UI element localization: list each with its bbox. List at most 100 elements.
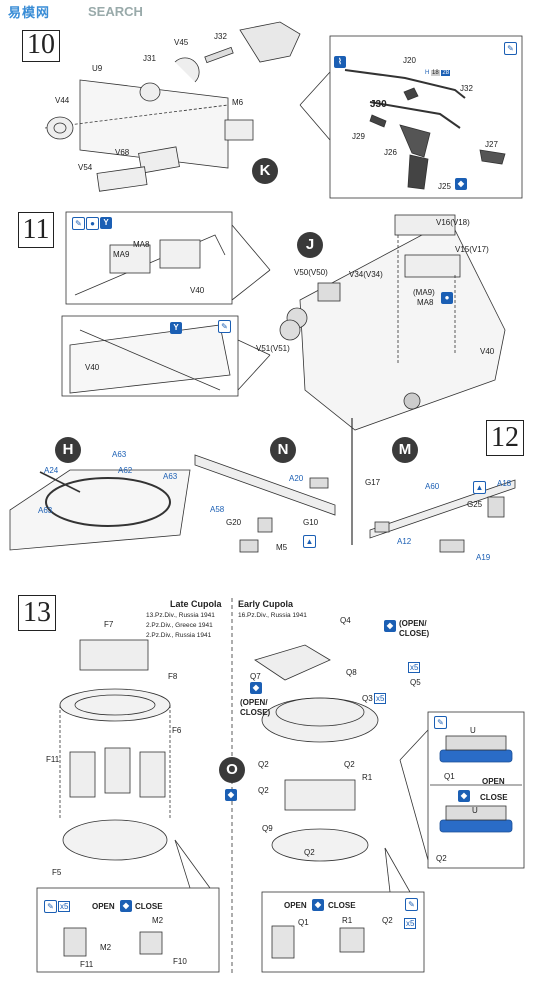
part-label: M5 bbox=[276, 543, 288, 552]
brush-icon: ✎ bbox=[434, 716, 447, 729]
part-label: G10 bbox=[303, 518, 319, 527]
color-chip-h: H bbox=[425, 70, 430, 76]
part-label: J26 bbox=[384, 148, 397, 157]
glue-icon: ◆ bbox=[455, 178, 467, 190]
open-close-label: (OPEN/ bbox=[399, 619, 427, 628]
close-label: CLOSE bbox=[328, 901, 356, 910]
part-label: F7 bbox=[104, 620, 114, 629]
marker-h: H bbox=[55, 437, 81, 463]
open-label: OPEN bbox=[482, 777, 505, 786]
close-label: CLOSE bbox=[135, 902, 163, 911]
part-label: Q2 bbox=[382, 916, 393, 925]
part-label: A63 bbox=[38, 506, 53, 515]
part-label: R1 bbox=[362, 773, 373, 782]
late-unit: 13.Pz.Div., Russia 1941 bbox=[146, 612, 215, 619]
part-label: V40 bbox=[190, 286, 205, 295]
early-cupola-title: Early Cupola bbox=[238, 599, 294, 609]
part-label: Q2 bbox=[436, 854, 447, 863]
color-chip: H 18 28 bbox=[425, 70, 451, 76]
part-label: Q5 bbox=[410, 678, 421, 687]
brush-icon: ✎ bbox=[72, 217, 85, 230]
times-label: x5 bbox=[408, 662, 421, 673]
part-label: G17 bbox=[365, 478, 381, 487]
toggle-icon: ◆ bbox=[312, 899, 324, 911]
part-label: A24 bbox=[44, 466, 59, 475]
toggle-icon: ◆ bbox=[120, 900, 132, 912]
brush-icon: ✎ bbox=[504, 42, 517, 55]
part-label: A62 bbox=[118, 466, 133, 475]
part-label: M2 bbox=[100, 943, 112, 952]
part-label: J29 bbox=[352, 132, 365, 141]
marker-o: O bbox=[219, 757, 245, 783]
paint-icon: ⌇ bbox=[334, 56, 346, 68]
part-label: F11 bbox=[80, 960, 94, 969]
marker-n: N bbox=[270, 437, 296, 463]
toggle-icon: ◆ bbox=[250, 682, 262, 694]
part-label: M2 bbox=[152, 916, 164, 925]
part-label: J31 bbox=[143, 54, 156, 63]
color-chip-n1: 18 bbox=[431, 70, 440, 76]
part-label: A20 bbox=[289, 474, 304, 483]
part-label: V51(V51) bbox=[256, 344, 290, 353]
part-label: R1 bbox=[342, 916, 353, 925]
open-close-label: CLOSE) bbox=[240, 708, 271, 717]
early-unit: 16.Pz.Div., Russia 1941 bbox=[238, 612, 307, 619]
part-label: J32 bbox=[460, 84, 473, 93]
part-label: F6 bbox=[172, 726, 182, 735]
part-label: A63 bbox=[163, 472, 178, 481]
toggle-icon: ◆ bbox=[384, 620, 396, 632]
marker-k: K bbox=[252, 158, 278, 184]
part-label: F5 bbox=[52, 868, 62, 877]
open-label: OPEN bbox=[92, 902, 115, 911]
part-label: Q2 bbox=[258, 760, 269, 769]
clip-icon: Y bbox=[170, 322, 182, 334]
glue-icon: ◆ bbox=[225, 789, 237, 801]
part-label: J30 bbox=[370, 99, 387, 110]
part-label: A18 bbox=[497, 479, 512, 488]
late-unit: 2.Pz.Div., Russia 1941 bbox=[146, 632, 212, 639]
part-label: V68 bbox=[115, 148, 130, 157]
part-label: V45 bbox=[174, 38, 189, 47]
part-label: J32 bbox=[214, 32, 227, 41]
part-label: A63 bbox=[112, 450, 127, 459]
part-label: A12 bbox=[397, 537, 412, 546]
part-label: Q8 bbox=[346, 668, 357, 677]
part-label: U bbox=[470, 726, 476, 735]
late-unit: 2.Pz.Div., Greece 1941 bbox=[146, 622, 213, 629]
part-label: Q2 bbox=[344, 760, 355, 769]
part-label: J27 bbox=[485, 140, 498, 149]
open-close-label: (OPEN/ bbox=[240, 698, 268, 707]
step-number-10: 10 bbox=[22, 30, 60, 62]
drop-icon: ● bbox=[441, 292, 453, 304]
glue-icon: ▲ bbox=[303, 535, 316, 548]
times-label: x5 bbox=[374, 693, 387, 704]
part-label: F8 bbox=[168, 672, 178, 681]
part-label: Q1 bbox=[444, 772, 455, 781]
brush-icon: ✎ bbox=[405, 898, 418, 911]
watermark-logo: 易模网 bbox=[8, 5, 51, 20]
part-label: MA9 bbox=[113, 250, 130, 259]
open-label: OPEN bbox=[284, 901, 307, 910]
part-label: U9 bbox=[92, 64, 103, 73]
part-label: Q1 bbox=[298, 918, 309, 927]
toggle-icon: ◆ bbox=[458, 790, 470, 802]
part-label: Q9 bbox=[262, 824, 273, 833]
part-label: MA8 bbox=[133, 240, 150, 249]
part-label: V34(V34) bbox=[349, 270, 383, 279]
marker-m: M bbox=[392, 437, 418, 463]
part-label: G20 bbox=[226, 518, 242, 527]
close-label: CLOSE bbox=[480, 793, 508, 802]
part-label: V50(V50) bbox=[294, 268, 328, 277]
part-label: V16(V18) bbox=[436, 218, 470, 227]
part-label: A58 bbox=[210, 505, 225, 514]
brush-icon: ✎ bbox=[44, 900, 57, 913]
part-label: MA8 bbox=[417, 298, 434, 307]
color-chip-n2: 28 bbox=[441, 70, 451, 76]
times-label: x5 bbox=[58, 901, 71, 912]
part-label: G25 bbox=[467, 500, 483, 509]
part-label: F11 bbox=[46, 755, 60, 764]
part-label: F10 bbox=[173, 957, 187, 966]
part-label: V15(V17) bbox=[455, 245, 489, 254]
late-cupola-title: Late Cupola bbox=[170, 599, 222, 609]
